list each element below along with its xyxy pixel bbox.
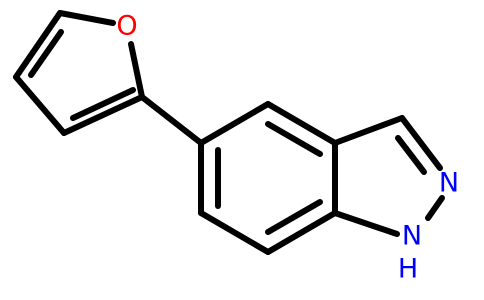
nh-nitrogen-label: N <box>402 221 422 252</box>
bond-b6-b1 <box>198 101 271 146</box>
bond-b3-b4-inner <box>265 199 323 235</box>
benzene-ring <box>198 101 338 255</box>
nh-hydrogen-label: H <box>398 254 418 285</box>
bond-b3-b4 <box>265 210 338 255</box>
nitrogen-label: N <box>439 168 459 199</box>
pyrazole-ring <box>332 115 445 237</box>
bond-c3-n2-inner <box>395 135 427 175</box>
bond-b2-b3 <box>198 210 271 255</box>
bond-c3-c2-inner <box>70 87 136 121</box>
bond-b5-b6 <box>265 101 338 146</box>
bond-c4-c3 <box>13 74 67 136</box>
bond-n1-c7a <box>332 210 400 237</box>
bond-c2-o <box>128 41 145 100</box>
bond-c3-c2 <box>61 94 145 136</box>
bond-c5-c4-inner <box>28 29 64 78</box>
bond-n2-n1 <box>425 195 445 221</box>
bond-furan-indazole <box>139 94 204 146</box>
bond-c3a-c3 <box>332 115 405 146</box>
bond-c3-n2 <box>399 115 443 171</box>
furan-ring <box>13 10 145 136</box>
oxygen-label: O <box>116 11 137 42</box>
bond-b5-b6-inner <box>265 121 323 157</box>
bond-o-c5 <box>57 10 116 26</box>
bond-c5-c4 <box>13 10 63 80</box>
